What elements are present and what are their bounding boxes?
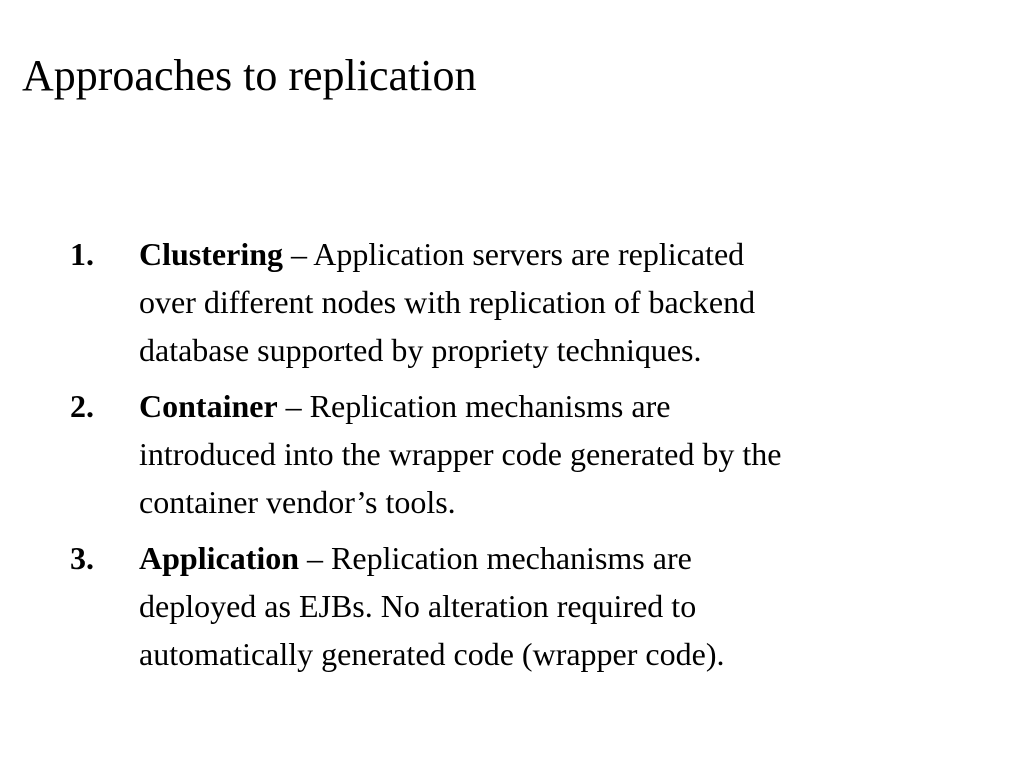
list-item-text: database supported by propriety techniqu… [139, 332, 702, 368]
list-item-clustering: 1. Clustering – Application servers are … [70, 230, 970, 374]
list-item-number: 1. [70, 236, 94, 272]
numbered-list: 1. Clustering – Application servers are … [70, 230, 970, 686]
list-item-term: Clustering [139, 236, 283, 272]
list-item-text: – Replication mechanisms are [299, 540, 692, 576]
list-item-text: – Application servers are replicated [283, 236, 745, 272]
list-item-term: Container [139, 388, 278, 424]
list-item-text: container vendor’s tools. [139, 484, 456, 520]
list-item-application: 3. Application – Replication mechanisms … [70, 534, 970, 678]
list-item-first-line: Application – Replication mechanisms are [139, 534, 970, 582]
list-item-text: over different nodes with replication of… [139, 284, 756, 320]
slide-title: Approaches to replication [22, 51, 477, 100]
list-item-first-line: Clustering – Application servers are rep… [139, 230, 970, 278]
list-item-container: 2. Container – Replication mechanisms ar… [70, 382, 970, 526]
list-item-text: automatically generated code (wrapper co… [139, 636, 725, 672]
list-item-text: – Replication mechanisms are [277, 388, 671, 424]
list-item-first-line: Container – Replication mechanisms are [139, 382, 970, 430]
list-item-text: introduced into the wrapper code generat… [139, 436, 782, 472]
list-item-text: deployed as EJBs. No alteration required… [139, 588, 697, 624]
list-item-term: Application [139, 540, 300, 576]
list-item-number: 2. [70, 388, 94, 424]
list-item-number: 3. [70, 540, 94, 576]
